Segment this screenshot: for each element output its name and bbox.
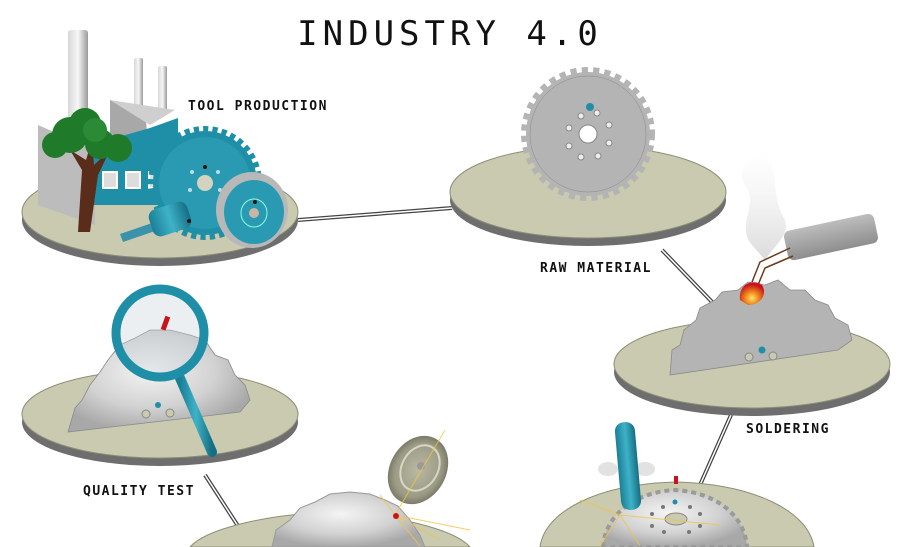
connectors bbox=[203, 206, 733, 528]
stage-tool-production bbox=[21, 30, 299, 266]
drill-bit-icon bbox=[120, 201, 192, 242]
spark-icon bbox=[579, 499, 721, 547]
label-tool-production: TOOL PRODUCTION bbox=[188, 99, 328, 114]
magnifier-icon bbox=[111, 284, 217, 457]
saw-blade-icon bbox=[271, 491, 426, 547]
stage-raw-material bbox=[449, 67, 727, 246]
grinding-wheel-icon bbox=[598, 422, 655, 510]
label-raw-material: RAW MATERIAL bbox=[540, 261, 652, 276]
saw-blade-icon bbox=[669, 279, 853, 376]
label-quality-test: QUALITY TEST bbox=[83, 484, 195, 499]
page-title: INDUSTRY 4.0 bbox=[297, 14, 603, 54]
saw-blade-icon bbox=[521, 67, 655, 201]
tree-icon bbox=[42, 108, 132, 232]
stage-quality-test bbox=[21, 284, 299, 466]
stage-grinding-right bbox=[539, 422, 815, 547]
soldering-iron-icon bbox=[739, 150, 878, 305]
spark-icon bbox=[379, 429, 471, 547]
stage-grinding-middle bbox=[189, 429, 471, 547]
grinding-wheel-icon bbox=[387, 435, 449, 505]
stage-soldering bbox=[613, 150, 891, 416]
cutting-disc-icon bbox=[216, 172, 288, 248]
label-soldering: SOLDERING bbox=[746, 422, 830, 437]
